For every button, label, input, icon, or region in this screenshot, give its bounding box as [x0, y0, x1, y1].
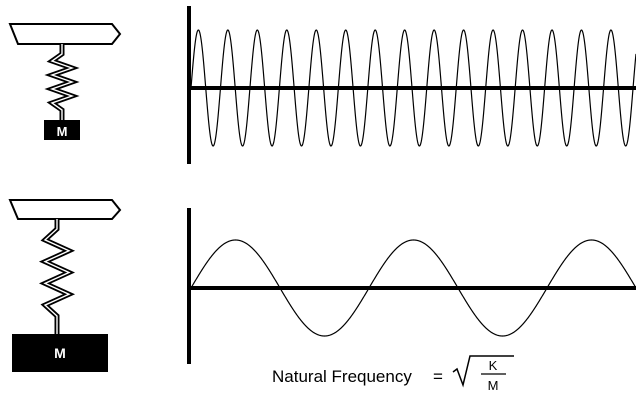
bottom-ceiling-support [8, 199, 122, 220]
bottom-mass-label: M [54, 345, 66, 361]
top-ceiling-support [8, 23, 122, 45]
top-wave-curve [190, 29, 636, 147]
top-spring [44, 44, 80, 120]
formula-label: Natural Frequency [272, 367, 412, 386]
formula-denominator: M [488, 378, 499, 393]
top-spring-mass-system: M [8, 23, 122, 140]
bottom-spring-mass-system: M [8, 199, 122, 372]
top-mass-block [44, 120, 80, 140]
bottom-wave-curve [190, 239, 636, 337]
bottom-wave-plot [187, 208, 636, 364]
square-root-sign [452, 355, 514, 388]
top-mass-label: M [57, 124, 68, 139]
bottom-spring [38, 219, 76, 334]
formula-equals: = [433, 367, 443, 386]
top-wave-plot [187, 6, 636, 164]
formula-numerator: K [489, 358, 498, 373]
natural-frequency-formula: Natural Frequency = K M [272, 355, 514, 393]
bottom-mass-block [12, 334, 108, 372]
